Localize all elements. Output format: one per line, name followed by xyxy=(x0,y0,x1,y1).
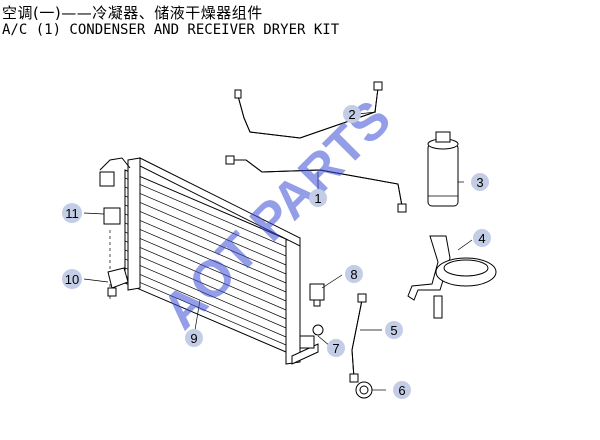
callout-2: 2 xyxy=(343,105,361,123)
pipe-2 xyxy=(234,81,383,139)
receiver-dryer xyxy=(427,131,459,207)
callout-6-text: 6 xyxy=(398,383,405,398)
callout-11-text: 11 xyxy=(65,206,79,221)
condenser xyxy=(124,157,319,365)
fitting-7 xyxy=(299,324,324,349)
callout-8: 8 xyxy=(345,265,363,283)
title-english: A/C (1) CONDENSER AND RECEIVER DRYER KIT xyxy=(2,22,340,38)
title-chinese: 空调(一)——冷凝器、储液干燥器组件 xyxy=(2,4,263,22)
dryer-bracket xyxy=(407,235,497,319)
pipe-1 xyxy=(225,155,407,213)
callout-3-text: 3 xyxy=(476,175,483,190)
callout-10-text: 10 xyxy=(65,272,79,287)
callout-10: 10 xyxy=(62,269,82,289)
callout-9-text: 9 xyxy=(190,331,197,346)
callout-2-text: 2 xyxy=(348,107,355,122)
callout-5: 5 xyxy=(385,321,403,339)
callout-7-text: 7 xyxy=(332,341,339,356)
callout-8-text: 8 xyxy=(350,267,357,282)
pipe-5 xyxy=(349,293,367,383)
callout-4: 4 xyxy=(473,229,491,247)
callout-11: 11 xyxy=(62,203,82,223)
leader-lines xyxy=(83,111,473,391)
callout-1: 1 xyxy=(309,189,327,207)
bracket-10 xyxy=(107,267,129,297)
callout-1-text: 1 xyxy=(314,191,321,206)
callout-3: 3 xyxy=(471,173,489,191)
callout-6: 6 xyxy=(393,381,411,399)
callout-9: 9 xyxy=(185,329,203,347)
callout-7: 7 xyxy=(327,339,345,357)
left-bracket xyxy=(99,157,131,300)
o-ring-6 xyxy=(355,381,373,399)
callout-4-text: 4 xyxy=(478,231,485,246)
bracket-8 xyxy=(309,283,325,307)
callout-5-text: 5 xyxy=(390,323,397,338)
